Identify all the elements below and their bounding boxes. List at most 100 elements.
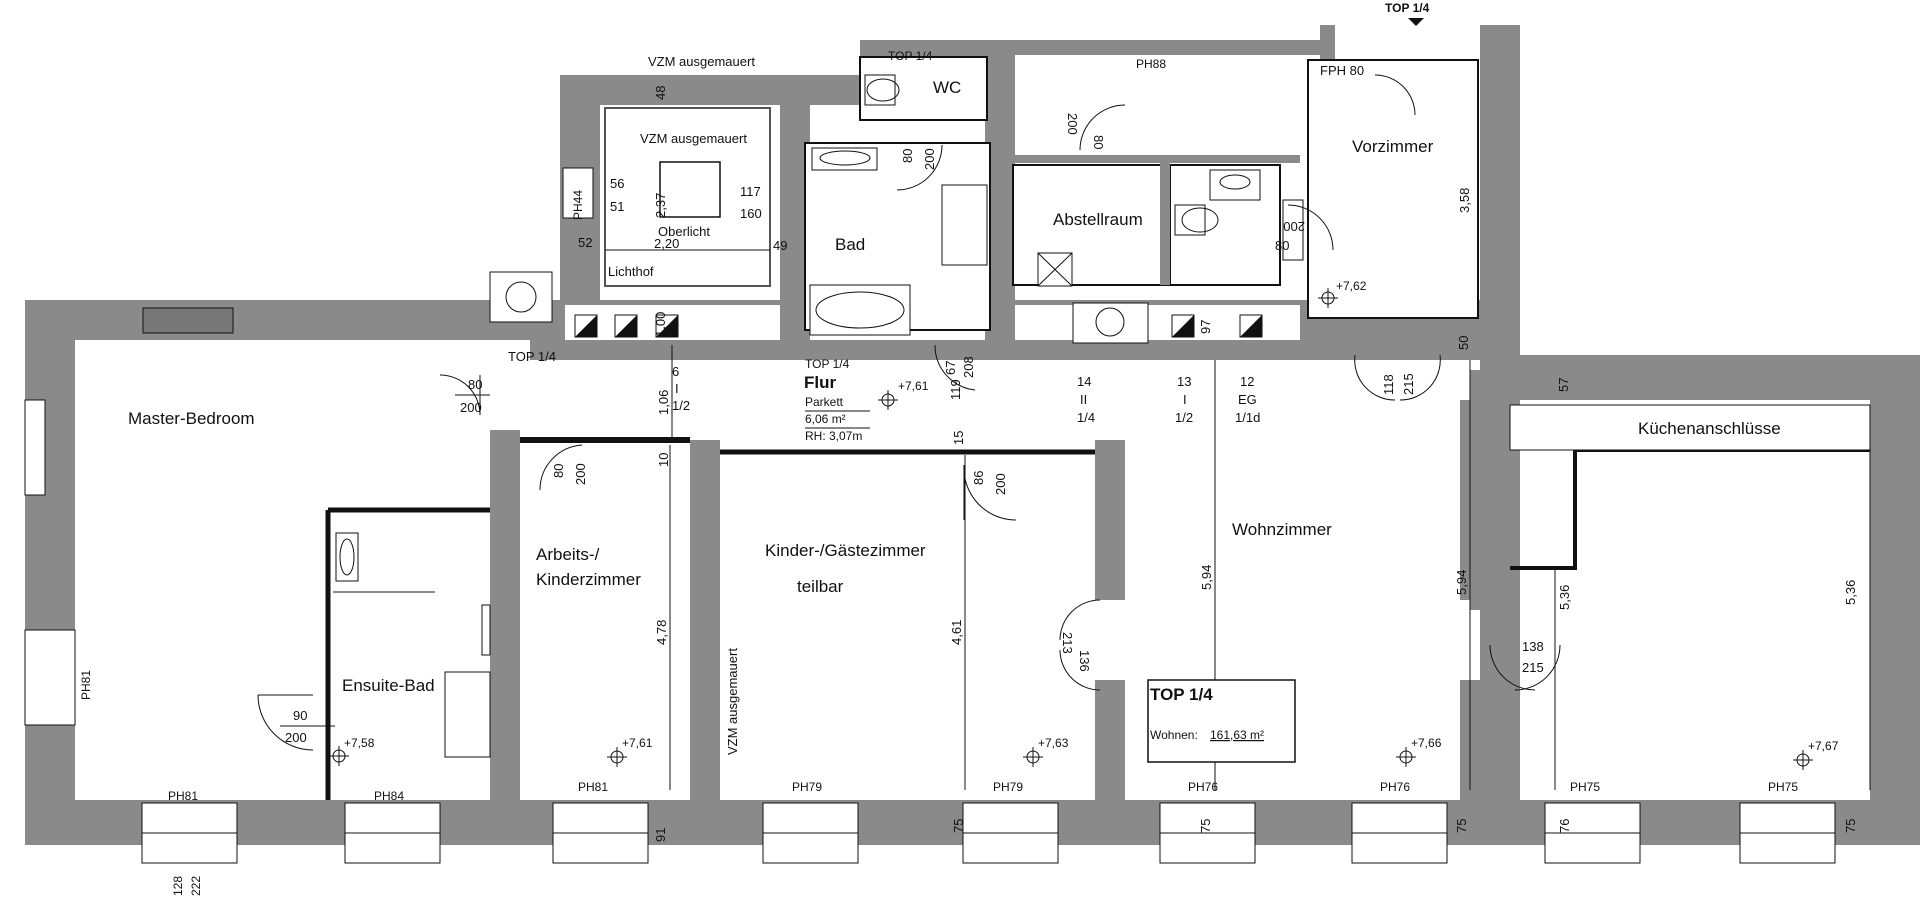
ph88: PH88: [1136, 57, 1166, 71]
svg-text:80: 80: [1275, 238, 1289, 253]
svg-text:119: 119: [948, 379, 963, 400]
svg-text:200: 200: [460, 400, 482, 415]
parapet-labels: PH81 PH84 PH81 PH79 PH79 PH76 PH76 PH75 …: [79, 57, 1798, 803]
svg-text:75: 75: [1198, 819, 1213, 833]
svg-text:75: 75: [1454, 819, 1469, 833]
room-wc: WC: [933, 78, 961, 97]
svg-text:67: 67: [943, 361, 958, 375]
svg-text:80: 80: [900, 149, 915, 163]
svg-text:1,06: 1,06: [656, 390, 671, 415]
svg-text:200: 200: [285, 730, 307, 745]
svg-text:II: II: [1080, 392, 1087, 407]
door-sizes: 80 200 80 200 86 200 90 200 80 200 80 20…: [280, 113, 1544, 745]
svg-text:1/4: 1/4: [1077, 410, 1095, 425]
svg-text:91: 91: [653, 828, 668, 842]
room-lightwell: Lichthof: [608, 264, 654, 279]
svg-text:75: 75: [1843, 819, 1858, 833]
room-skylight: Oberlicht: [658, 224, 710, 239]
room-labels: Master-Bedroom Ensuite-Bad Arbeits-/ Kin…: [128, 78, 1781, 695]
svg-text:6: 6: [672, 364, 679, 379]
dimension-values: 4,78 4,61 5,94 5,94 5,36 5,36 3,58 2,20 …: [171, 86, 1858, 896]
hall-info: TOP 1/4 Flur Parkett 6,06 m² RH: 3,07m: [804, 357, 870, 443]
svg-text:222: 222: [189, 876, 203, 896]
svg-text:4,61: 4,61: [949, 620, 964, 645]
ph79b: PH79: [993, 780, 1023, 794]
svg-text:160: 160: [740, 206, 762, 221]
hall-height: RH: 3,07m: [805, 429, 862, 443]
upper-block: [142, 56, 1479, 344]
svg-text:1/2: 1/2: [1175, 410, 1193, 425]
svg-text:208: 208: [961, 356, 976, 378]
level-living: +7,66: [1411, 736, 1442, 750]
svg-text:200: 200: [1065, 113, 1080, 135]
svg-text:200: 200: [922, 148, 937, 170]
svg-text:80: 80: [468, 377, 482, 392]
svg-text:136: 136: [1077, 650, 1092, 672]
note-fph: FPH 80: [1320, 63, 1364, 78]
hall-floor: Parkett: [805, 395, 844, 409]
ph76b: PH76: [1380, 780, 1410, 794]
level-anteroom: +7,62: [1336, 279, 1367, 293]
svg-text:5,94: 5,94: [1454, 570, 1469, 595]
svg-text:117: 117: [740, 184, 761, 199]
svg-text:118: 118: [1381, 374, 1396, 395]
ph84: PH84: [374, 789, 404, 803]
level-values: +7,61 +7,62 +7,58 +7,61 +7,63 +7,66 +7,6…: [344, 279, 1839, 753]
svg-text:3,58: 3,58: [1457, 188, 1472, 213]
ph75a: PH75: [1570, 780, 1600, 794]
hall-area: 6,06 m²: [805, 412, 846, 426]
note-top-small: TOP 1/4: [888, 49, 933, 63]
svg-text:86: 86: [971, 471, 986, 485]
svg-text:1/2: 1/2: [672, 398, 690, 413]
svg-text:5,36: 5,36: [1843, 580, 1858, 605]
svg-text:5,36: 5,36: [1557, 585, 1572, 610]
svg-text:128: 128: [171, 876, 185, 896]
room-anteroom: Vorzimmer: [1352, 137, 1434, 156]
svg-text:97: 97: [1198, 320, 1213, 334]
hall-title: Flur: [804, 373, 836, 392]
svg-text:51: 51: [610, 199, 624, 214]
svg-text:14: 14: [1077, 374, 1091, 389]
svg-text:1,00: 1,00: [653, 312, 668, 337]
room-storage: Abstellraum: [1053, 210, 1143, 229]
ph76a: PH76: [1188, 780, 1218, 794]
level-kitchen: +7,67: [1808, 739, 1839, 753]
svg-text:215: 215: [1401, 373, 1416, 395]
svg-text:215: 215: [1522, 660, 1544, 675]
svg-text:80: 80: [1091, 135, 1106, 149]
summary-box: TOP 1/4 Wohnen: 161,63 m²: [1147, 679, 1296, 763]
ph79a: PH79: [792, 780, 822, 794]
svg-text:13: 13: [1177, 374, 1191, 389]
flat-marks: 14 II 1/4 13 I 1/2 12 EG 1/1d 6 I 1/2: [672, 364, 1260, 425]
room-bath: Bad: [835, 235, 865, 254]
level-guest: +7,63: [1038, 736, 1069, 750]
svg-text:10: 10: [656, 453, 671, 467]
svg-text:50: 50: [1456, 336, 1471, 350]
svg-text:57: 57: [1556, 378, 1571, 392]
room-study-l2: Kinderzimmer: [536, 570, 641, 589]
level-study: +7,61: [622, 736, 653, 750]
svg-text:49: 49: [773, 238, 787, 253]
summary-label: Wohnen:: [1150, 728, 1198, 742]
room-ensuite-bath: Ensuite-Bad: [342, 676, 435, 695]
note-vzm2: VZM ausgemauert: [640, 131, 747, 146]
svg-text:213: 213: [1060, 632, 1075, 654]
svg-text:56: 56: [610, 176, 624, 191]
door-arcs: [257, 74, 1561, 751]
interior: [325, 404, 1871, 800]
room-master-bedroom: Master-Bedroom: [128, 409, 255, 428]
svg-text:80: 80: [551, 464, 566, 478]
svg-text:5,94: 5,94: [1199, 565, 1214, 590]
svg-text:48: 48: [653, 86, 668, 100]
room-guest-l1: Kinder-/Gästezimmer: [765, 541, 926, 560]
hall-unit: TOP 1/4: [805, 357, 850, 371]
svg-text:200: 200: [573, 463, 588, 485]
level-hall: +7,61: [898, 379, 929, 393]
svg-text:200: 200: [1283, 219, 1305, 234]
svg-text:15: 15: [951, 431, 966, 445]
svg-text:I: I: [1183, 392, 1187, 407]
svg-text:1/1d: 1/1d: [1235, 410, 1260, 425]
room-study-l1: Arbeits-/: [536, 545, 600, 564]
note-vzm3: VZM ausgemauert: [725, 648, 740, 755]
